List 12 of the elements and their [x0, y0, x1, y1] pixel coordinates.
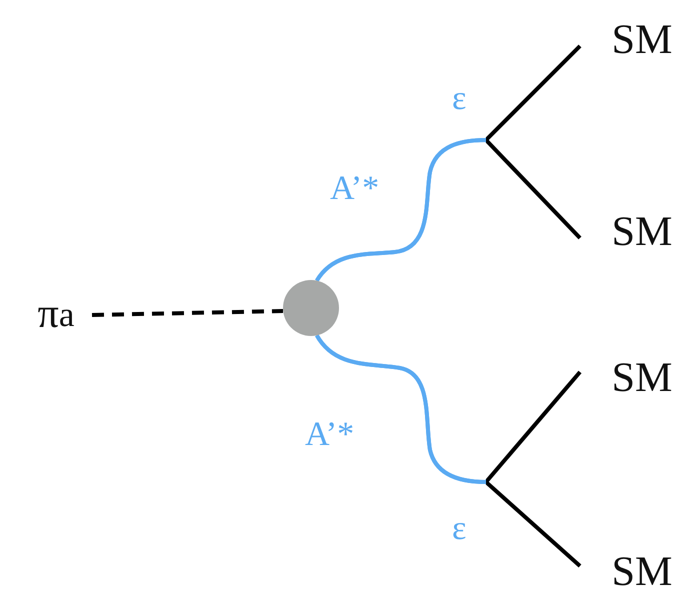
particle-label: SM [598, 208, 686, 256]
propagator-label: ε [452, 512, 466, 546]
propagator-label: A’* [330, 172, 380, 206]
propagator-label: A’* [305, 418, 354, 452]
particle-label: SM [598, 548, 686, 593]
blob-vertex [283, 280, 339, 336]
wavy-propagator-line [315, 334, 582, 568]
particle-label: SM [598, 16, 686, 64]
wavy-propagator-line [315, 138, 582, 282]
propagator-label: ε [452, 82, 466, 116]
particle-label: SM [598, 354, 686, 402]
dashed-line [92, 309, 284, 317]
